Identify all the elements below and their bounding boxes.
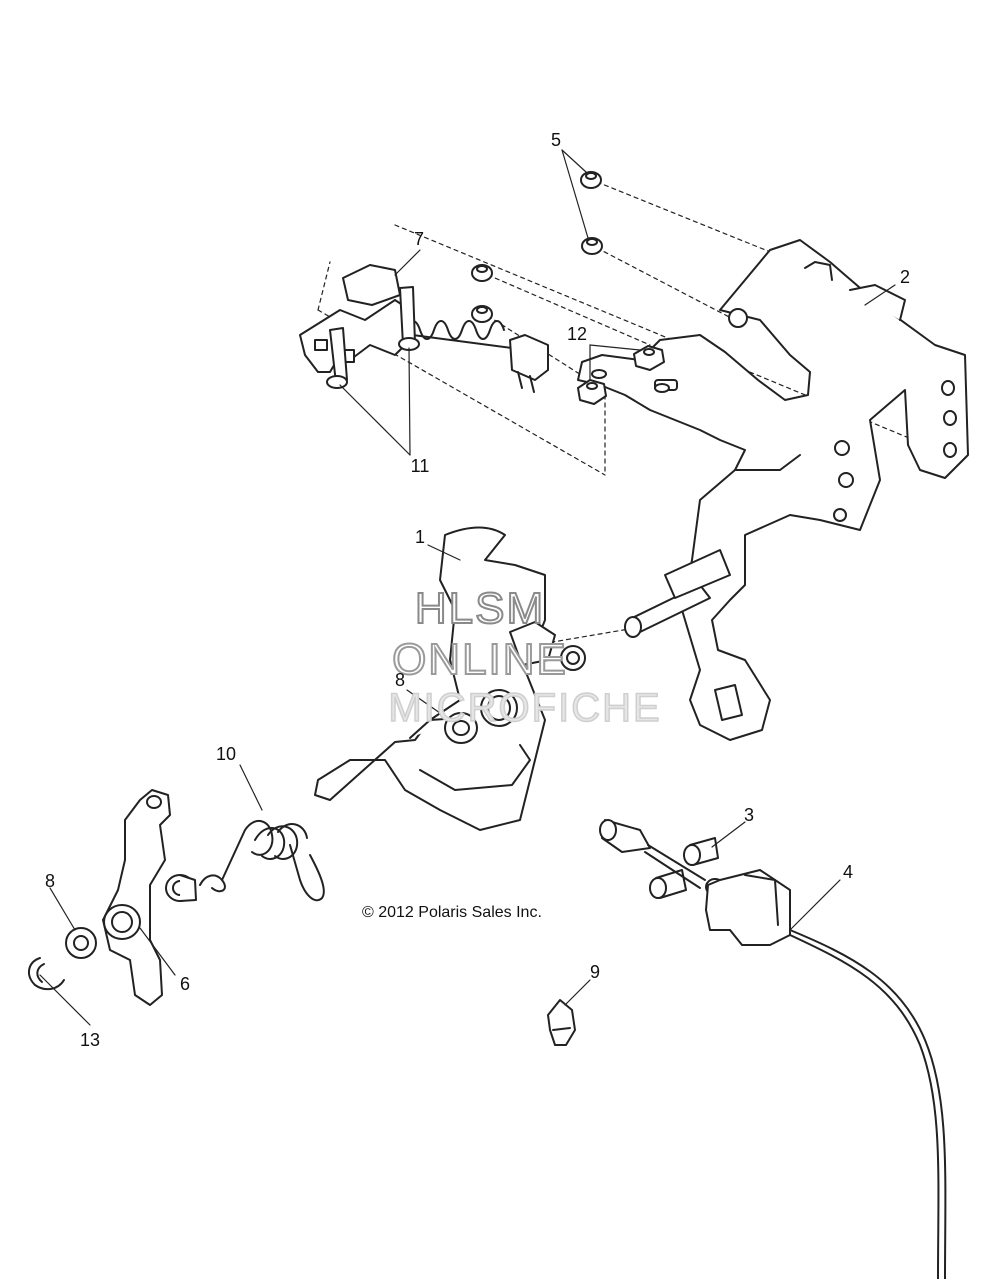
callout-5: 5 (550, 130, 561, 150)
watermark-line1: HLSM (414, 583, 546, 634)
callout-4: 4 (842, 862, 853, 882)
cable-clip (547, 999, 576, 1046)
callout-9: 9 (589, 962, 600, 982)
nut-12-left (577, 379, 607, 405)
callout-11: 11 (410, 456, 430, 476)
washer-8-lower (65, 927, 97, 959)
callout-8-upper: 8 (394, 670, 405, 690)
callout-8-lower: 8 (44, 871, 55, 891)
washer-8-upper (444, 712, 478, 744)
callout-2: 2 (899, 267, 910, 287)
callout-12: 12 (566, 324, 588, 344)
torsion-spring (199, 820, 325, 902)
bushing (165, 874, 197, 902)
cable (599, 819, 947, 1279)
lever (102, 789, 171, 1006)
callout-6: 6 (179, 974, 190, 994)
nut-12-right (633, 345, 665, 371)
callout-13: 13 (79, 1030, 101, 1050)
cable-bolts (649, 837, 719, 899)
callout-10: 10 (215, 744, 237, 764)
nuts (471, 171, 665, 405)
e-clip (28, 957, 65, 991)
callout-1: 1 (414, 527, 425, 547)
washers (65, 712, 478, 959)
callout-7: 7 (413, 229, 424, 249)
copyright-text: © 2012 Polaris Sales Inc. (362, 904, 542, 921)
watermark-line2: ONLINE (391, 634, 568, 685)
callout-3: 3 (743, 805, 754, 825)
nut-left-lower (471, 305, 493, 323)
watermark-line3: MICROFICHE (388, 685, 662, 731)
nut-left-upper (471, 264, 493, 282)
leader-lines (39, 149, 896, 1026)
nut-5-top (580, 171, 602, 189)
main-bracket (577, 239, 969, 741)
rivets (326, 286, 420, 389)
nut-5-bottom (581, 237, 603, 255)
